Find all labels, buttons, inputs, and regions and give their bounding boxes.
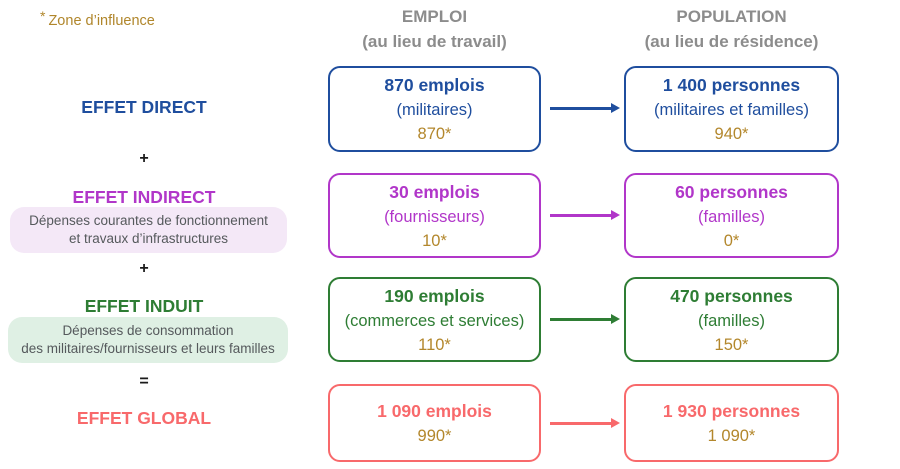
- box-indirect-population: 60 personnes (familles) 0*: [624, 173, 839, 258]
- box-detail: (commerces et services): [344, 311, 525, 330]
- box-detail: (familles): [698, 207, 765, 226]
- box-zone-value: 150*: [714, 335, 749, 354]
- asterisk-icon: *: [40, 8, 46, 24]
- arrow-global-icon: [550, 417, 620, 429]
- box-zone-value: 870*: [417, 125, 452, 143]
- zone-influence-footnote: *Zone d’influence: [40, 8, 155, 29]
- column-header-population: POPULATION (au lieu de résidence): [624, 4, 839, 54]
- box-value: 470 personnes: [670, 285, 793, 306]
- box-detail: (militaires et familles): [654, 101, 809, 119]
- box-induit-population: 470 personnes (familles) 150*: [624, 277, 839, 362]
- emploi-subtitle: (au lieu de travail): [362, 32, 507, 51]
- arrow-head: [611, 313, 620, 324]
- box-value: 1 930 personnes: [662, 401, 801, 421]
- arrow-direct-icon: [550, 102, 620, 114]
- arrow-head: [611, 209, 620, 220]
- description-effet-induit: Dépenses de consommation des militaires/…: [8, 317, 288, 363]
- box-value: 60 personnes: [675, 181, 788, 202]
- arrow-shaft: [550, 318, 613, 321]
- label-effet-global: EFFET GLOBAL: [76, 408, 212, 428]
- operator-equals: =: [139, 373, 149, 390]
- arrow-head: [611, 102, 620, 113]
- box-global-population: 1 930 personnes 1 090*: [624, 384, 839, 462]
- box-zone-value: 940*: [714, 125, 749, 143]
- arrow-shaft: [550, 107, 613, 110]
- arrow-indirect-icon: [550, 209, 620, 221]
- population-title: POPULATION: [676, 7, 787, 26]
- population-subtitle: (au lieu de résidence): [644, 32, 819, 51]
- column-header-emploi: EMPLOI (au lieu de travail): [328, 4, 541, 54]
- box-zone-value: 10*: [422, 231, 447, 250]
- box-induit-emploi: 190 emplois (commerces et services) 110*: [328, 277, 541, 362]
- box-direct-population: 1 400 personnes (militaires et familles)…: [624, 66, 839, 152]
- description-line: des militaires/fournisseurs et leurs fam…: [21, 341, 275, 356]
- box-value: 1 090 emplois: [377, 401, 492, 421]
- arrow-head: [611, 417, 620, 428]
- description-line: Dépenses de consommation: [62, 323, 234, 338]
- description-effet-indirect: Dépenses courantes de fonctionnement et …: [10, 207, 287, 253]
- description-line: Dépenses courantes de fonctionnement: [29, 213, 268, 228]
- box-global-emploi: 1 090 emplois 990*: [328, 384, 541, 462]
- arrow-shaft: [550, 422, 613, 425]
- box-zone-value: 990*: [417, 427, 452, 445]
- operator-plus-2: +: [139, 260, 149, 277]
- box-zone-value: 0*: [723, 231, 740, 250]
- box-zone-value: 1 090*: [707, 427, 756, 445]
- box-zone-value: 110*: [418, 335, 451, 354]
- box-detail: (familles): [698, 311, 765, 330]
- box-detail: (militaires): [396, 101, 473, 119]
- label-effet-indirect: EFFET INDIRECT: [72, 187, 216, 207]
- box-value: 190 emplois: [384, 285, 485, 306]
- box-indirect-emploi: 30 emplois (fournisseurs) 10*: [328, 173, 541, 258]
- box-value: 1 400 personnes: [662, 75, 801, 95]
- label-effet-induit: EFFET INDUIT: [84, 296, 204, 316]
- label-effet-direct: EFFET DIRECT: [81, 97, 207, 117]
- box-value: 870 emplois: [384, 75, 485, 95]
- arrow-induit-icon: [550, 313, 620, 325]
- description-line: et travaux d’infrastructures: [68, 231, 229, 246]
- emploi-title: EMPLOI: [401, 7, 468, 26]
- box-value: 30 emplois: [389, 181, 480, 202]
- zone-influence-label: Zone d’influence: [48, 13, 155, 29]
- box-detail: (fournisseurs): [384, 207, 485, 226]
- operator-plus-1: +: [139, 150, 149, 167]
- arrow-shaft: [550, 214, 613, 217]
- box-direct-emploi: 870 emplois (militaires) 870*: [328, 66, 541, 152]
